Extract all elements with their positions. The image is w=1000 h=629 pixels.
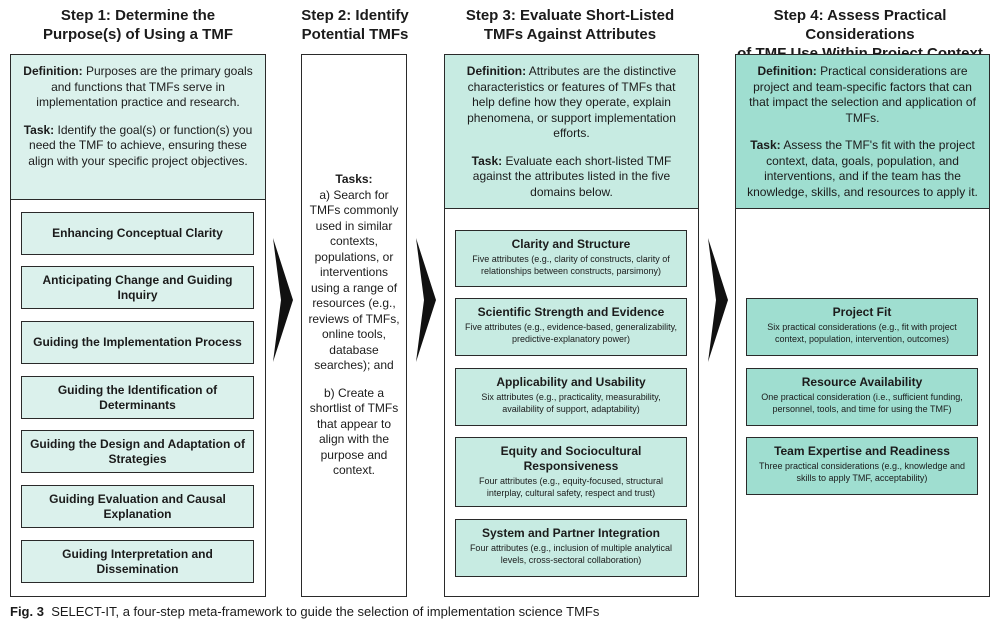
definition-text: Practical considerations are project and… bbox=[749, 64, 976, 125]
purpose-label: Guiding Interpretation and Dissemination bbox=[62, 546, 213, 576]
purpose-box: Anticipating Change and Guiding Inquiry bbox=[21, 266, 254, 309]
step3-heading: Step 3: Evaluate Short-Listed TMFs Again… bbox=[440, 6, 700, 44]
task-a: a) Search for TMFs commonly used in simi… bbox=[308, 187, 400, 373]
consideration-description: Six practical considerations (e.g., fit … bbox=[767, 322, 957, 344]
step3-task: Task: Evaluate each short-listed TMF aga… bbox=[455, 154, 688, 201]
practical-consideration-box: Resource Availability One practical cons… bbox=[746, 368, 978, 426]
domain-description: Five attributes (e.g., clarity of constr… bbox=[472, 254, 670, 276]
definition-label: Definition: bbox=[466, 64, 527, 78]
domain-description: Six attributes (e.g., practicality, meas… bbox=[481, 392, 661, 414]
step1-definition-panel: Definition: Purposes are the primary goa… bbox=[10, 54, 266, 200]
attribute-domain-box: Equity and Sociocultural Responsiveness … bbox=[455, 437, 687, 507]
purpose-box: Guiding the Design and Adaptation of Str… bbox=[21, 430, 254, 473]
consideration-description: Three practical considerations (e.g., kn… bbox=[758, 461, 966, 483]
domain-description: Five attributes (e.g., evidence-based, g… bbox=[465, 322, 677, 344]
caption-text: SELECT-IT, a four-step meta-framework to… bbox=[51, 604, 600, 619]
consideration-title: Project Fit bbox=[832, 305, 892, 319]
task-b: b) Create a shortlist of TMFs that appea… bbox=[309, 385, 399, 478]
arrow-right-icon bbox=[708, 238, 728, 362]
task-label: Task: bbox=[23, 122, 55, 137]
purpose-label: Guiding the Design and Adaptation of Str… bbox=[30, 436, 245, 466]
step1-heading-line2: Purpose(s) of Using a TMF bbox=[42, 26, 233, 43]
step2-heading: Step 2: Identify Potential TMFs bbox=[280, 6, 430, 44]
task-label: Task: bbox=[750, 138, 781, 152]
step1-task: Task: Identify the goal(s) or function(s… bbox=[21, 123, 255, 170]
attribute-domain-box: System and Partner Integration Four attr… bbox=[455, 519, 687, 577]
purpose-label: Guiding Evaluation and Causal Explanatio… bbox=[49, 491, 226, 521]
tasks-label: Tasks: bbox=[335, 172, 373, 186]
definition-text: Attributes are the distinctive character… bbox=[467, 64, 677, 140]
step1-heading: Step 1: Determine the Purpose(s) of Usin… bbox=[10, 6, 266, 44]
domain-description: Four attributes (e.g., equity-focused, s… bbox=[478, 476, 664, 498]
purpose-label: Guiding the Identification of Determinan… bbox=[57, 382, 218, 412]
purpose-box: Guiding Evaluation and Causal Explanatio… bbox=[21, 485, 254, 528]
step1-heading-line1: Step 1: Determine the bbox=[60, 7, 216, 24]
definition-text: Purposes are the primary goals and funct… bbox=[36, 64, 253, 109]
purpose-box: Guiding the Identification of Determinan… bbox=[21, 376, 254, 419]
domain-description: Four attributes (e.g., inclusion of mult… bbox=[469, 543, 673, 565]
purpose-box: Guiding Interpretation and Dissemination bbox=[21, 540, 254, 583]
task-text: Identify the goal(s) or function(s) you … bbox=[28, 122, 253, 168]
figure-caption: Fig. 3 SELECT-IT, a four-step meta-frame… bbox=[10, 604, 990, 619]
consideration-title: Resource Availability bbox=[801, 375, 923, 389]
step4-heading-line1: Step 4: Assess Practical Considerations bbox=[773, 7, 947, 43]
step3-definition-panel: Definition: Attributes are the distincti… bbox=[444, 54, 699, 209]
step3-heading-line1: Step 3: Evaluate Short-Listed bbox=[465, 7, 675, 24]
definition-label: Definition: bbox=[23, 64, 83, 78]
definition-label: Definition: bbox=[757, 64, 817, 78]
practical-consideration-box: Team Expertise and Readiness Three pract… bbox=[746, 437, 978, 495]
purpose-label: Guiding the Implementation Process bbox=[33, 335, 242, 349]
domain-title: Scientific Strength and Evidence bbox=[477, 305, 665, 319]
step2-tasks: Tasks: a) Search for TMFs commonly used … bbox=[304, 172, 404, 479]
purpose-label: Enhancing Conceptual Clarity bbox=[52, 226, 223, 240]
attribute-domain-box: Scientific Strength and Evidence Five at… bbox=[455, 298, 687, 356]
step4-definition: Definition: Practical considerations are… bbox=[746, 64, 979, 126]
consideration-title: Team Expertise and Readiness bbox=[774, 444, 950, 458]
step2-heading-line2: Potential TMFs bbox=[301, 26, 409, 43]
step2-column bbox=[301, 54, 407, 597]
domain-title: Equity and Sociocultural Responsiveness bbox=[500, 444, 642, 473]
step1-definition: Definition: Purposes are the primary goa… bbox=[21, 64, 255, 111]
step4-definition-panel: Definition: Practical considerations are… bbox=[735, 54, 990, 209]
consideration-description: One practical consideration (i.e., suffi… bbox=[761, 392, 963, 414]
purpose-box: Enhancing Conceptual Clarity bbox=[21, 212, 254, 255]
step3-definition: Definition: Attributes are the distincti… bbox=[455, 64, 688, 142]
domain-title: System and Partner Integration bbox=[481, 526, 661, 540]
task-text: Evaluate each short-listed TMF against t… bbox=[472, 153, 672, 199]
attribute-domain-box: Applicability and Usability Six attribut… bbox=[455, 368, 687, 426]
attribute-domain-box: Clarity and Structure Five attributes (e… bbox=[455, 230, 687, 287]
step3-heading-line2: TMFs Against Attributes bbox=[483, 26, 657, 43]
step2-heading-line1: Step 2: Identify bbox=[301, 7, 409, 24]
purpose-label: Anticipating Change and Guiding Inquiry bbox=[42, 272, 233, 302]
caption-label: Fig. 3 bbox=[10, 604, 44, 619]
practical-consideration-box: Project Fit Six practical considerations… bbox=[746, 298, 978, 356]
domain-title: Clarity and Structure bbox=[511, 237, 631, 251]
domain-title: Applicability and Usability bbox=[496, 375, 646, 389]
step4-task: Task: Assess the TMF's fit with the proj… bbox=[746, 138, 979, 200]
task-text: Assess the TMF's fit with the project co… bbox=[747, 138, 978, 199]
arrow-right-icon bbox=[416, 238, 436, 362]
arrow-right-icon bbox=[273, 238, 293, 362]
purpose-box: Guiding the Implementation Process bbox=[21, 321, 254, 364]
task-label: Task: bbox=[471, 153, 503, 168]
